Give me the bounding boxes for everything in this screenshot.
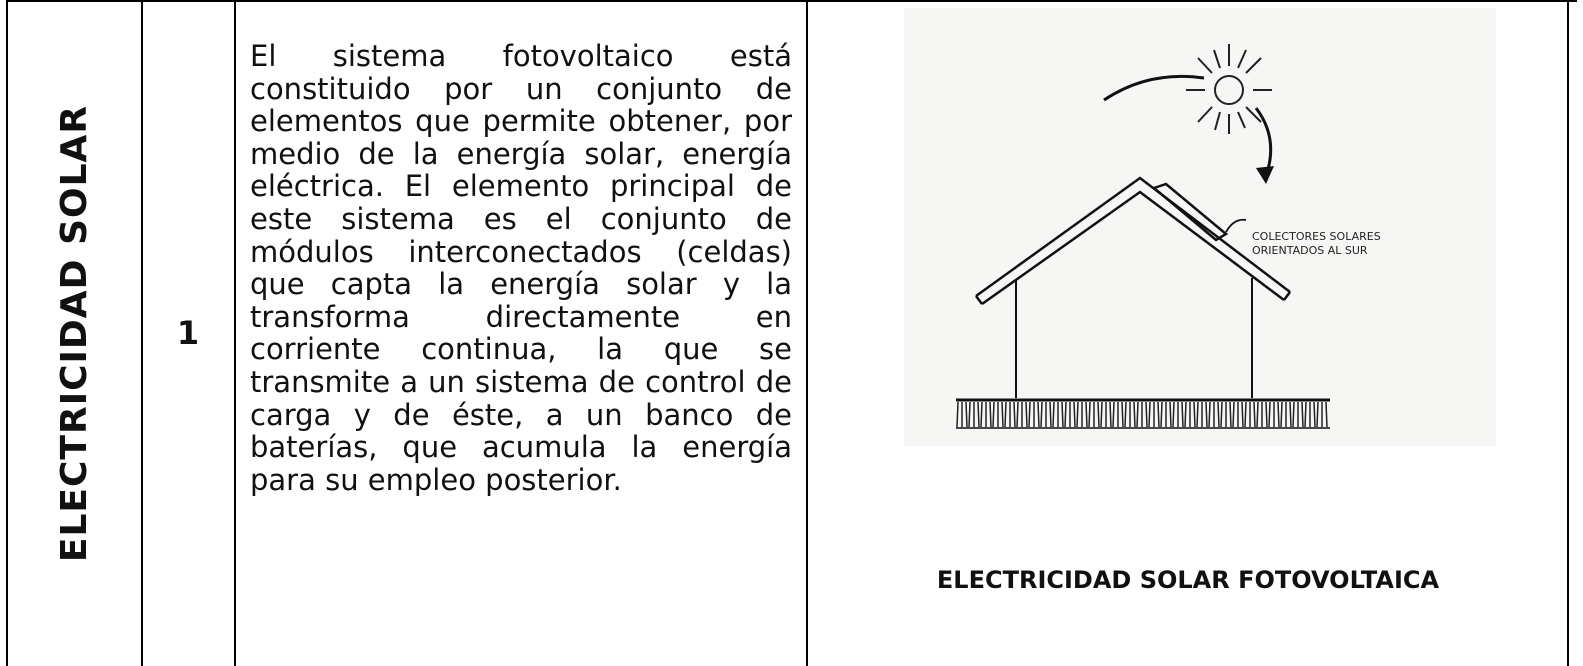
column-divider [234,0,236,666]
house-roof [975,176,1291,306]
table-border-top [6,0,1577,2]
illustration-caption: ELECTRICIDAD SOLAR FOTOVOLTAICA [936,566,1440,594]
ground-hatching [956,401,1328,428]
panel-label-line2: ORIENTADOS AL SUR [1252,244,1368,257]
ground [956,398,1330,429]
table-border-left [6,0,8,666]
column-divider [141,0,143,666]
solar-house-illustration: COLECTORES SOLARES ORIENTADOS AL SUR [904,8,1496,446]
sun-path-arrow [1103,74,1205,102]
label-pointer [1225,218,1247,233]
category-cell: ELECTRICIDAD SOLAR [8,0,142,666]
panel-label-line1: COLECTORES SOLARES [1252,230,1381,243]
house-walls [1015,278,1253,398]
solar-panel [1151,182,1229,242]
category-title: ELECTRICIDAD SOLAR [54,104,96,562]
solar-house-sketch: COLECTORES SOLARES ORIENTADOS AL SUR [956,44,1381,429]
row-number: 1 [176,314,200,352]
sun-icon [1186,44,1272,134]
column-divider [806,0,808,666]
table-border-right [1567,0,1569,666]
description-text: El sistema fotovoltaico está constituido… [250,39,792,497]
